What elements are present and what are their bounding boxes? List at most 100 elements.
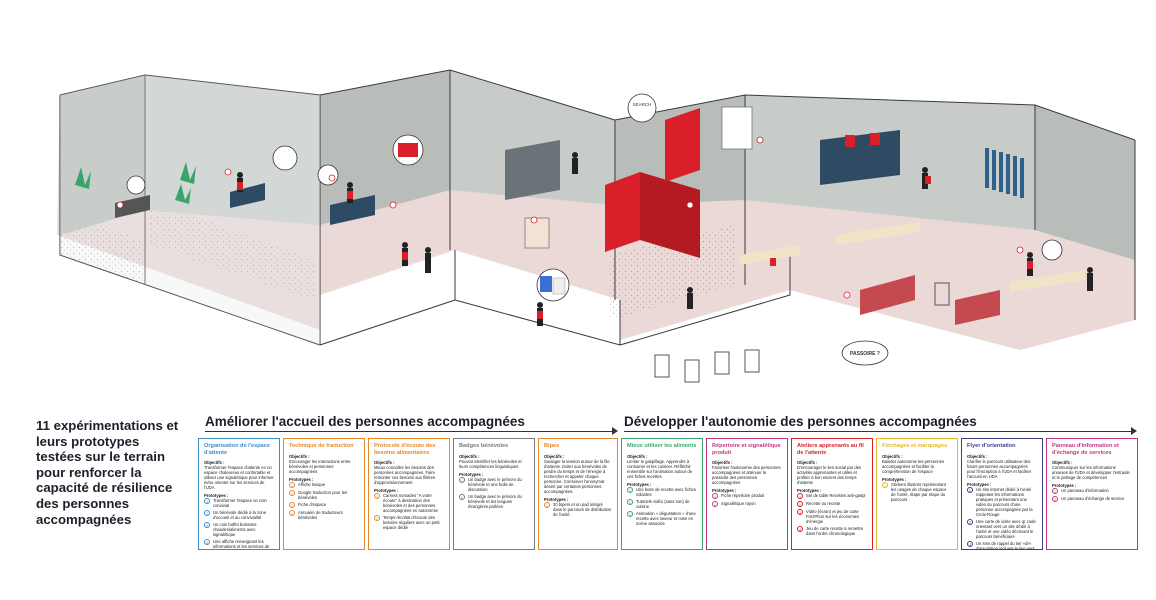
objectif-text: Limiter le gaspillage. Apprendre à consu… [627, 458, 693, 479]
prototype-text: Fiche répertoire produit [721, 493, 765, 499]
prototype-number-icon: 1 [712, 493, 718, 500]
prototype-number-icon: 2 [712, 501, 718, 508]
speech-bubbles: SEARCH PASSOIRE ? [126, 93, 1063, 366]
prototype-text: Signalétique rayon [721, 501, 756, 507]
objectif-label: Objectifs : [204, 460, 225, 466]
prototypes-label: Prototypes : [459, 471, 484, 477]
prototype-text: Un badge avec le prénom du bénévole et l… [468, 493, 522, 509]
card-title: Mieux utiliser les aliments [627, 443, 697, 449]
prototype-text: Annuaire de traducteurs bénévoles [298, 509, 343, 520]
section-autonomie-arrow-icon [1131, 427, 1137, 435]
objectif-label: Objectifs : [712, 460, 733, 466]
prototypes-label: Prototypes : [544, 496, 569, 502]
objectif-label: Objectifs : [289, 453, 310, 459]
prototype-text: Vidéo (écran) et jeu de carte FrezPhon s… [806, 509, 860, 525]
prototype-number-icon: 1 [289, 481, 295, 488]
prototype-number-icon: 2 [1052, 496, 1058, 503]
prototype-text: Animation « dégustation » d'une recette … [636, 510, 696, 526]
prototype-text: Tutoriels vidéo (sans son) de cuisine [636, 498, 690, 509]
prototypes-label: Prototypes : [967, 481, 992, 487]
prototype-number-icon: 3 [967, 540, 973, 547]
card-title: Répertoire et signalétique produit [712, 443, 781, 456]
prototype-text: 20 bipers et un pad intégré dans le parc… [553, 501, 612, 517]
prototype-number-icon: 4 [289, 509, 295, 516]
prototype-text: Recette ou recette [806, 501, 841, 507]
page-title: 11 expérimentations et leurs prototypes … [36, 418, 179, 527]
prototypes-label: Prototypes : [882, 476, 907, 482]
prototype-number-icon: 1 [627, 486, 633, 493]
prototype-text: Un site internet dédié à l'unité rappela… [976, 486, 1033, 517]
prototypes-label: Prototypes : [1052, 483, 1077, 489]
bubble-search: SEARCH [633, 102, 652, 107]
card-title: Flyer d'orientation [967, 443, 1016, 449]
prototype-text: Google traduction pour les bénévoles [298, 489, 348, 500]
isometric-scene: SEARCH PASSOIRE ? [57, 69, 1136, 383]
prototype-number-icon: 3 [204, 522, 210, 529]
prototype-text: Un badge avec le prénom du bénévole et u… [468, 476, 522, 492]
prototype-number-icon: 2 [627, 498, 633, 505]
objectif-text: Pouvoir identifier les bénévoles et leur… [459, 458, 522, 469]
card-panneau-information: Panneau d'information et d'échange de se… [1046, 438, 1138, 550]
prototypes-label: Prototypes : [712, 488, 737, 494]
prototype-number-icon: 1 [544, 501, 550, 508]
card-title: Bipes [544, 443, 560, 449]
card-protocole-ecoute: Protocole d'écoute des besoins alimentai… [368, 438, 450, 550]
prototype-text: Une carte de visite avec qr code orienta… [976, 518, 1036, 539]
objectif-text: Encourager les interactions entre bénévo… [289, 458, 351, 474]
prototype-number-icon: 1 [459, 476, 465, 483]
prototype-number-icon: 2 [459, 493, 465, 500]
prototype-text: Une affiche renseignant les informations… [213, 539, 270, 550]
section-autonomie-rule [624, 431, 1134, 432]
section-accueil-arrow-icon [612, 427, 618, 435]
prototype-text: Un bénévole dédié à la zone d'accueil et… [213, 510, 267, 521]
people [237, 152, 1093, 326]
prototype-text: Un coin buffet boissons chaudes/aliments… [213, 522, 257, 538]
objectif-label: Objectifs : [1052, 460, 1073, 466]
prototype-text: Carnets nomades "A votre écoute" à desti… [383, 493, 438, 514]
prototype-number-icon: 1 [967, 486, 973, 493]
prototype-number-icon: 2 [967, 518, 973, 525]
prototypes-label: Prototypes : [204, 493, 229, 499]
objectif-label: Objectifs : [374, 460, 395, 466]
prototype-text: Une boite de recette avec fiches volante… [636, 486, 696, 497]
card-title: Panneau d'information et d'échange de se… [1052, 443, 1119, 456]
prototypes-label: Prototypes : [374, 488, 399, 494]
prototype-number-icon: 1 [797, 493, 803, 500]
prototype-number-icon: 3 [797, 509, 803, 516]
card-title: Technique de traduction [289, 443, 354, 449]
card-title: Organisation de l'espace d'attente [204, 443, 270, 456]
prototype-number-icon: 4 [797, 526, 803, 533]
prototype-number-icon: 2 [289, 489, 295, 496]
prototypes-label: Prototypes : [627, 481, 652, 487]
prototype-text: Un sms de rappel du tier «dr» d'inscript… [976, 540, 1035, 550]
prototype-number-icon: 1 [882, 481, 888, 488]
prototype-text: Jeu de carte recette à remettre dans l'o… [806, 526, 864, 537]
objectif-text: Favoriser l'autonomie des personnes acco… [712, 465, 781, 486]
prototypes-label: Prototypes : [289, 476, 314, 482]
objectif-label: Objectifs : [967, 453, 988, 459]
prototypes-label: Prototypes : [797, 488, 822, 494]
prototype-text: Fiche d'espace [298, 501, 327, 507]
